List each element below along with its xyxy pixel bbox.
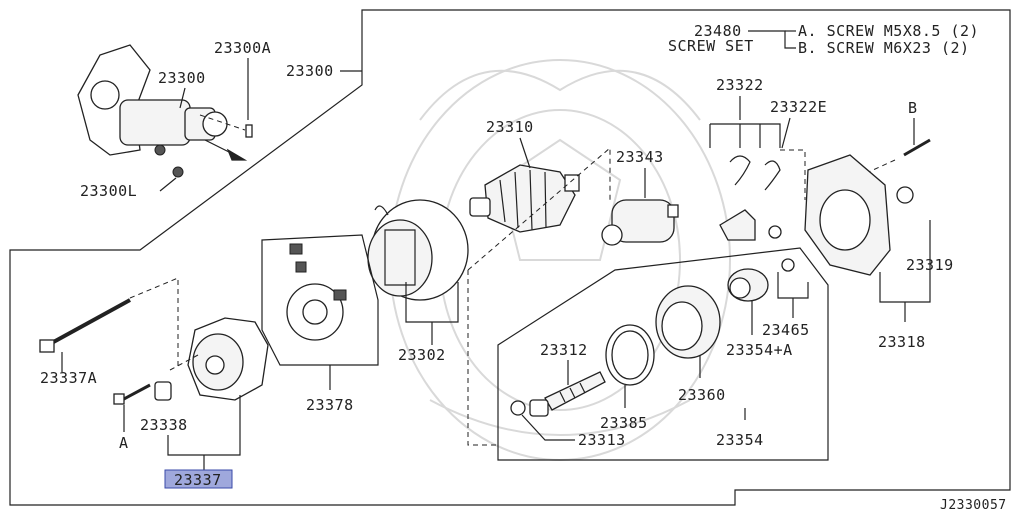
callout-23318[interactable]: 23318	[878, 333, 926, 351]
callout-23300L[interactable]: 23300L	[80, 182, 137, 200]
callout-23354A[interactable]: 23354+A	[726, 341, 793, 359]
screw-set-name: SCREW SET	[668, 37, 754, 55]
pinion-gear-part	[727, 258, 795, 302]
through-bolt-part	[39, 298, 131, 353]
screw-set-legend: 23480 SCREW SET A. SCREW M5X8.5 (2) B. S…	[668, 22, 979, 57]
ref-b-label: B	[908, 99, 918, 117]
callout-23322[interactable]: 23322	[716, 76, 764, 94]
callout-23300-main[interactable]: 23300	[286, 62, 334, 80]
callout-23322E[interactable]: 23322E	[770, 98, 827, 116]
end-frame-part	[804, 154, 914, 276]
starter-installed-illustration	[77, 44, 253, 178]
rear-cover-part	[187, 317, 269, 401]
callout-23312[interactable]: 23312	[540, 341, 588, 359]
screw-item-b: B. SCREW M6X23 (2)	[798, 39, 970, 57]
callout-23385[interactable]: 23385	[600, 414, 648, 432]
screw-part	[113, 383, 151, 405]
armature-part	[469, 164, 580, 233]
stopper-part	[510, 400, 526, 416]
brush-holder-part	[286, 243, 347, 341]
callout-23319[interactable]: 23319	[906, 256, 954, 274]
callout-23338[interactable]: 23338	[140, 416, 188, 434]
screw-item-a: A. SCREW M5X8.5 (2)	[798, 22, 979, 40]
washer-part	[154, 381, 172, 401]
solenoid-part	[601, 199, 679, 246]
callout-23337A[interactable]: 23337A	[40, 369, 97, 387]
pinion-shaft-part	[529, 371, 606, 417]
callout-23337[interactable]: 23337	[174, 471, 222, 489]
clip-parts	[719, 155, 782, 241]
diagram-code: J2330057	[940, 498, 1007, 511]
callout-23343[interactable]: 23343	[616, 148, 664, 166]
callout-23313[interactable]: 23313	[578, 431, 626, 449]
callout-23300A[interactable]: 23300A	[214, 39, 271, 57]
callout-23300-inset[interactable]: 23300	[158, 69, 206, 87]
callout-23378[interactable]: 23378	[306, 396, 354, 414]
clutch-part	[655, 285, 721, 359]
callout-23360[interactable]: 23360	[678, 386, 726, 404]
selected-part-highlight[interactable]	[164, 469, 233, 489]
screw-set-part-no[interactable]: 23480	[694, 22, 742, 40]
assembly-frame	[9, 9, 1011, 506]
callout-23310[interactable]: 23310	[486, 118, 534, 136]
ref-a-label: A	[119, 434, 129, 452]
yoke-field-coil-part	[367, 199, 469, 301]
callout-23302[interactable]: 23302	[398, 346, 446, 364]
callout-23465[interactable]: 23465	[762, 321, 810, 339]
callout-23354[interactable]: 23354	[716, 431, 764, 449]
